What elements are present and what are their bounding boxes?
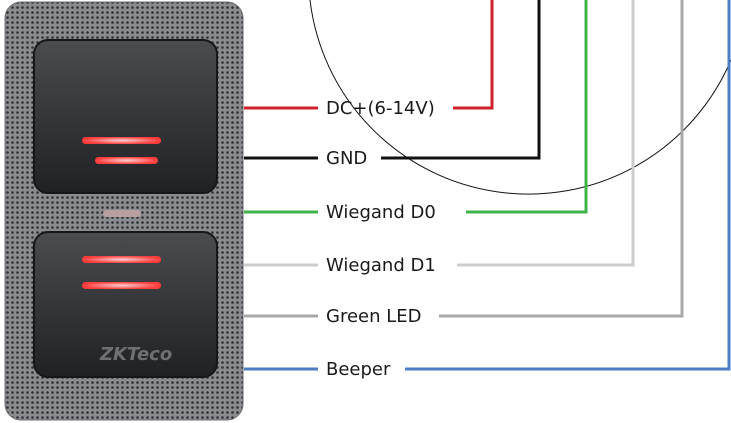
wire-d0-right: [466, 0, 588, 214]
indicator-light: [82, 282, 161, 289]
wire-d1-right: [457, 0, 635, 267]
card-reader: ZKTeco: [4, 1, 244, 421]
wires: [244, 0, 731, 371]
wire-label-d1: Wiegand D1: [326, 255, 436, 276]
indicator-light: [82, 137, 161, 144]
indicator-light: [82, 256, 161, 263]
wire-beep-right: [405, 0, 731, 371]
indicator-light: [103, 210, 141, 217]
wire-led-right: [439, 0, 684, 318]
wire-labels: DC+(6-14V) GND Wiegand D0 Wiegand D1 Gre…: [326, 98, 436, 380]
wire-label-beep: Beeper: [326, 359, 391, 380]
indicator-light: [95, 157, 158, 164]
brand-logo: ZKTeco: [99, 344, 172, 365]
wire-label-gnd: GND: [326, 148, 367, 169]
wire-label-led: Green LED: [326, 306, 422, 327]
indicator-lights: [82, 137, 161, 289]
reader-upper-pad: [33, 39, 218, 194]
wire-label-dc: DC+(6-14V): [326, 98, 435, 119]
wire-label-d0: Wiegand D0: [326, 202, 436, 223]
reader-lower-pad: [33, 231, 218, 378]
wire-dc-right: [453, 0, 494, 110]
wire-gnd-right: [381, 0, 541, 160]
